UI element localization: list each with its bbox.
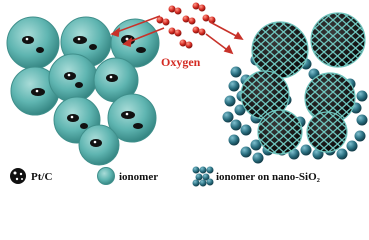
ionomer-particle <box>48 53 98 103</box>
legend-label-ionomer: ionomer <box>119 171 159 183</box>
oxygen-molecule <box>192 26 206 36</box>
ionomer-particle <box>110 18 160 68</box>
oxygen-molecule <box>156 16 170 26</box>
ionomer-particle <box>78 124 120 166</box>
diffusion-arrows <box>110 15 244 55</box>
arrow-to-left <box>125 27 165 44</box>
oxygen-molecule <box>168 5 182 15</box>
right-agglomerate-cluster <box>240 12 366 155</box>
ionomer-particle <box>107 93 157 143</box>
pt-c-legend-icon <box>10 168 26 184</box>
diagram: Oxygen Pt/C ionomer ionomer on nano-SiO₂ <box>6 2 368 187</box>
arrowhead <box>110 27 121 38</box>
legend-label-ptc: Pt/C <box>31 171 53 183</box>
ionomer-particle <box>6 16 60 70</box>
oxygen-label: Oxygen <box>161 55 201 69</box>
legend-label-nano-sio2: ionomer on nano-SiO₂ <box>216 171 320 183</box>
mesh-agglomerate <box>304 72 356 124</box>
oxygen-molecule <box>202 14 216 24</box>
oxygen-molecule <box>192 2 206 12</box>
oxygen-molecules <box>156 2 216 49</box>
mesh-agglomerate <box>310 12 366 68</box>
mesh-agglomerate <box>251 21 309 79</box>
ionomer-legend-icon <box>97 167 115 185</box>
oxygen-molecule <box>168 27 182 37</box>
oxygen-molecule <box>182 15 196 25</box>
nano-sio2-legend-icon <box>192 166 214 187</box>
arrowhead <box>223 44 234 55</box>
mesh-agglomerate <box>240 70 290 120</box>
left-agglomerate-cluster <box>6 16 160 166</box>
arrowhead <box>122 37 133 48</box>
arrow-to-left <box>113 15 161 34</box>
arrow-to-right <box>209 21 241 39</box>
arrowhead <box>233 31 244 41</box>
legend <box>10 166 214 187</box>
oxygen-molecule <box>179 39 193 49</box>
mesh-agglomerate <box>257 109 303 155</box>
diagram-canvas <box>6 2 368 187</box>
mesh-agglomerate <box>306 111 348 153</box>
